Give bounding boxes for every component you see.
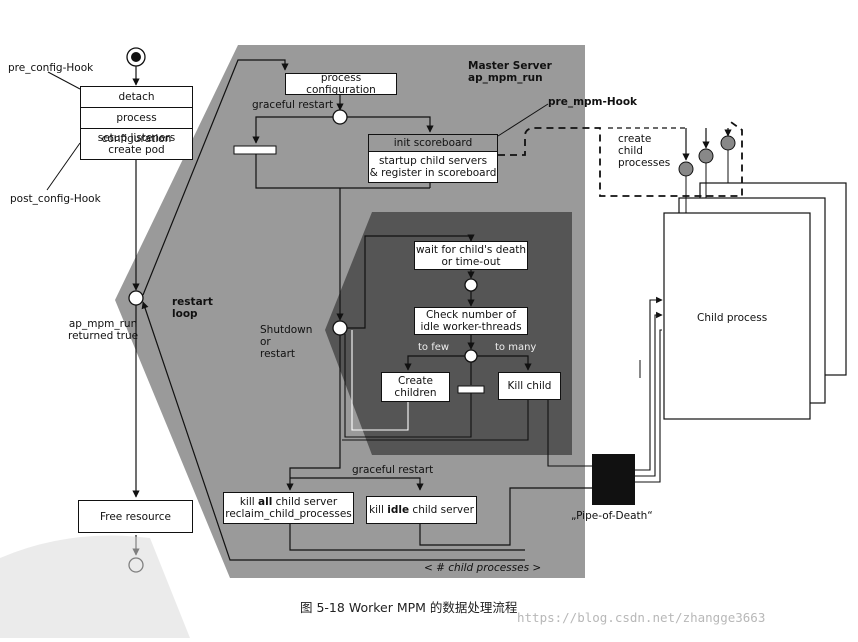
kill-child-box: Kill child — [498, 372, 561, 400]
child-node-3 — [720, 135, 736, 151]
pipe-of-death-block — [592, 454, 635, 505]
child-node-2 — [698, 148, 714, 164]
restart-loop-node — [128, 290, 144, 306]
pipe-of-death-label: „Pipe-of-Death“ — [571, 510, 653, 522]
worker-count-node — [464, 349, 478, 363]
child-process-label: Child process — [697, 312, 768, 324]
create-children-box: Create children — [381, 372, 450, 402]
process-configuration-step: process configuration — [81, 108, 192, 145]
create-child-processes-label: create child processes — [618, 133, 671, 169]
child-process-sheet-front — [663, 212, 811, 420]
figure-caption: 图 5-18 Worker MPM 的数据处理流程 — [300, 600, 518, 615]
master-process-configuration-box: process configuration — [285, 72, 397, 96]
setup-listeners-step: setup listeners create pod — [97, 132, 176, 156]
startup-child-servers-step: startup child servers & register in scor… — [369, 155, 497, 179]
graceful-restart-node — [332, 109, 348, 125]
num-child-processes-label: < # child processes > — [424, 562, 542, 574]
pre-config-hook-label: pre_config-Hook — [8, 62, 94, 74]
restart-loop-label: restart loop — [172, 296, 213, 320]
kill-idle-child-server-box: kill idle child server — [366, 496, 477, 524]
start-node-core — [131, 52, 141, 62]
timeout-node — [464, 278, 478, 292]
watermark-logo — [0, 498, 200, 642]
shutdown-restart-node — [332, 320, 348, 336]
ap-mpm-run-title: ap_mpm_run — [468, 72, 543, 84]
shutdown-or-restart-label: Shutdown or restart — [260, 324, 313, 360]
startup-block: detach process configuration setup liste… — [80, 86, 193, 160]
to-many-label: to many — [495, 342, 537, 353]
scoreboard-block: init scoreboard startup child servers & … — [368, 134, 498, 183]
ap-mpm-run-returned-label: ap_mpm_run returned true — [68, 318, 139, 342]
sync-bar-top — [233, 145, 277, 155]
graceful-restart-bottom-label: graceful restart — [352, 464, 434, 476]
master-server-title: Master Server — [468, 60, 552, 72]
free-resource-box: Free resource — [78, 500, 193, 533]
sync-bar-inner — [457, 385, 485, 394]
wait-child-death-box: wait for child's death or time-out — [414, 241, 528, 270]
detach-step: detach — [81, 87, 192, 108]
check-idle-workers-box: Check number of idle worker-threads — [414, 307, 528, 335]
pre-mpm-hook-label: pre_mpm-Hook — [548, 96, 638, 108]
kill-all-child-server-box: kill all child server reclaim_child_proc… — [223, 492, 354, 524]
post-config-hook-label: post_config-Hook — [10, 193, 101, 205]
watermark-url: https://blog.csdn.net/zhangge3663 — [517, 610, 766, 625]
to-few-label: to few — [418, 342, 450, 353]
init-scoreboard-step: init scoreboard — [369, 135, 497, 152]
graceful-restart-top-label: graceful restart — [252, 99, 334, 111]
create-child-processes-dashed — [498, 119, 743, 197]
child-node-1 — [678, 161, 694, 177]
